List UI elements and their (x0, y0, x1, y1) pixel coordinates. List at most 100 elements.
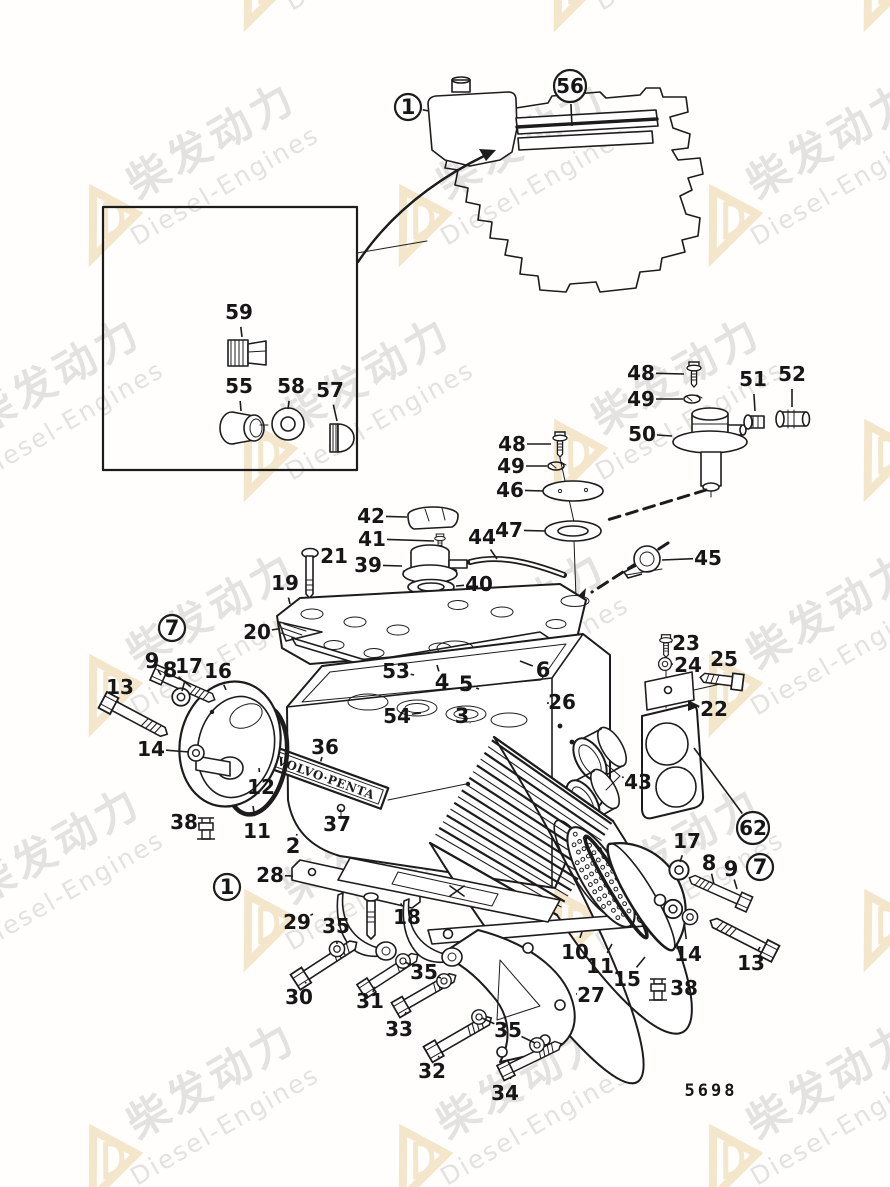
callout-32: 32 (418, 1059, 446, 1083)
callout-circle-1 (393, 92, 423, 122)
callout-48: 48 (498, 432, 526, 456)
callout-35: 35 (494, 1018, 522, 1042)
watermark-en-text: Diesel-Engines (590, 0, 789, 16)
core-tube-hatching (435, 739, 613, 908)
engine-silhouette (356, 76, 704, 293)
callout-26: 26 (548, 690, 576, 714)
part-16-end-cap (178, 680, 282, 808)
callout-36: 36 (311, 735, 339, 759)
callout-43: 43 (624, 770, 652, 794)
part-47-gasket-ring (544, 520, 602, 542)
part-17-washer-left (171, 687, 191, 707)
callout-21: 21 (320, 544, 348, 568)
part-14-washer-left (187, 744, 205, 762)
part-14-washer-r1 (662, 898, 684, 920)
callout-49: 49 (497, 454, 525, 478)
part-46-cover-plate (542, 480, 604, 502)
part-35-washer-c1 (471, 1009, 487, 1025)
callout-46: 46 (496, 478, 524, 502)
callout-9: 9 (145, 649, 160, 673)
callout-9: 9 (724, 857, 739, 881)
callout-14: 14 (674, 942, 702, 966)
part-49-clip-r (683, 394, 703, 404)
callout-50: 50 (628, 422, 656, 446)
watermark-en-text: Diesel-Engines (0, 0, 169, 16)
right-side-group (565, 634, 745, 825)
part-23-screw (659, 634, 673, 658)
callout-33: 33 (385, 1017, 413, 1041)
core-front-stack (566, 826, 781, 1001)
part-51-nipple (743, 414, 765, 430)
callout-19: 19 (271, 571, 299, 595)
expansion-tank (427, 91, 518, 167)
callout-39: 39 (354, 553, 382, 577)
part-17-washer-right (668, 859, 690, 881)
callout-circle-1 (212, 872, 242, 902)
callout-59: 59 (225, 300, 253, 324)
callout-circle-7 (157, 613, 187, 643)
part-35-washer-b1 (395, 953, 411, 969)
callout-41: 41 (358, 527, 386, 551)
housing-ports (347, 693, 528, 728)
callout-29: 29 (283, 910, 311, 934)
watermark-logo-icon (243, 0, 299, 33)
part-45-clamp (623, 545, 663, 579)
part-29-stud (363, 892, 379, 940)
callout-2: 2 (286, 834, 301, 858)
callout-1: 1 (401, 95, 416, 119)
callout-35: 35 (322, 914, 350, 938)
part-35-washer-c2 (529, 1037, 545, 1053)
tube-plate-holes (571, 831, 632, 921)
callout-44: 44 (468, 525, 496, 549)
callout-11: 11 (243, 819, 271, 843)
callout-52: 52 (778, 362, 806, 386)
callout-13: 13 (737, 951, 765, 975)
callout-45: 45 (694, 546, 722, 570)
callout-25: 25 (710, 647, 738, 671)
callout-15: 15 (613, 967, 641, 991)
support-structure (289, 857, 693, 1082)
callout-20: 20 (243, 620, 271, 644)
callout-5: 5 (459, 672, 474, 696)
callout-34: 34 (491, 1081, 519, 1105)
callout-8: 8 (163, 658, 178, 682)
callout-8: 8 (702, 851, 717, 875)
callout-49: 49 (627, 387, 655, 411)
callout-35: 35 (410, 960, 438, 984)
locator-arrow (356, 153, 488, 264)
part-55-fitting (219, 411, 265, 445)
callout-47: 47 (495, 518, 523, 542)
callout-58: 58 (277, 374, 305, 398)
callout-1: 1 (220, 875, 235, 899)
callout-circle-62 (735, 810, 771, 846)
part-38-fitting-left (196, 817, 216, 840)
callout-51: 51 (739, 367, 767, 391)
part-21-bolt (301, 547, 319, 599)
part-24-washer (657, 656, 673, 672)
callout-7: 7 (165, 616, 180, 640)
callout-24: 24 (674, 653, 702, 677)
callout-circle-56 (552, 68, 588, 104)
callout-27: 27 (577, 983, 605, 1007)
callout-38: 38 (670, 976, 698, 1000)
callout-30: 30 (285, 985, 313, 1009)
callout-48: 48 (627, 361, 655, 385)
part-49-clip-m (547, 461, 567, 471)
part-37-rivet (336, 803, 346, 818)
filler-group (301, 431, 604, 599)
watermark-en-text: Diesel-Engines (280, 0, 479, 16)
callout-6: 6 (536, 658, 551, 682)
